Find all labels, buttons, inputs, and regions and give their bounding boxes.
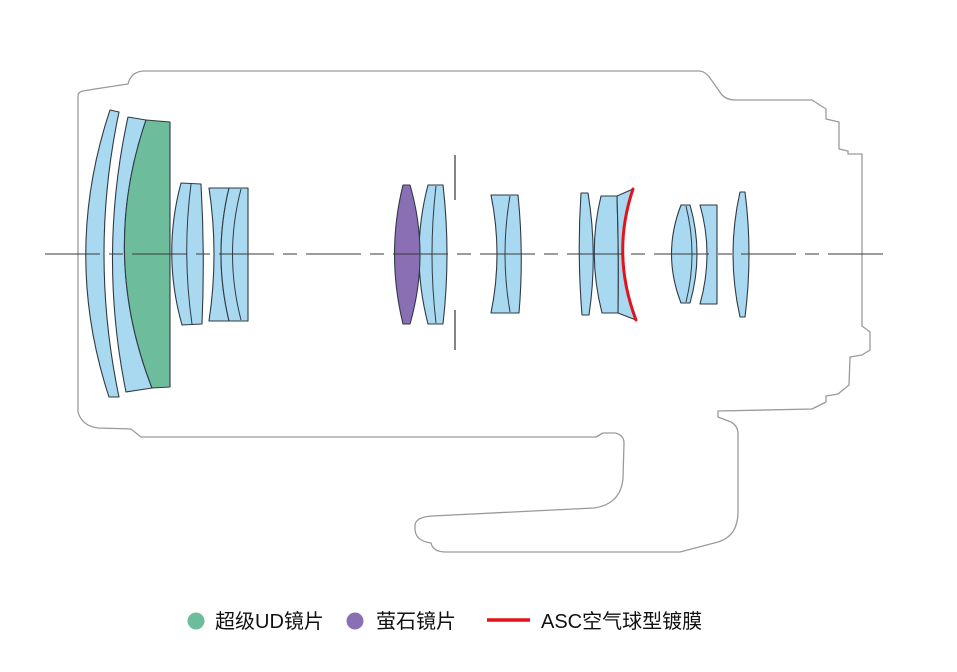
lens-barrel-outline (77, 70, 871, 553)
super-ud-swatch (187, 612, 205, 630)
legend-label-asc: ASC空气球型镀膜 (541, 610, 702, 633)
legend-item-asc: ASC空气球型镀膜 (487, 610, 702, 633)
legend-label-super-ud: 超级UD镜片 (215, 610, 324, 633)
legend-item-fluorite: 萤石镜片 (346, 610, 456, 633)
legend: 超级UD镜片 萤石镜片 ASC空气球型镀膜 (187, 610, 702, 633)
asc-coating-surface (621, 187, 638, 322)
lens-element-3 (171, 182, 204, 326)
legend-label-fluorite: 萤石镜片 (376, 610, 456, 633)
lens-element-1 (85, 109, 120, 398)
legend-item-super-ud: 超级UD镜片 (187, 610, 324, 633)
fluorite-swatch (346, 612, 364, 630)
